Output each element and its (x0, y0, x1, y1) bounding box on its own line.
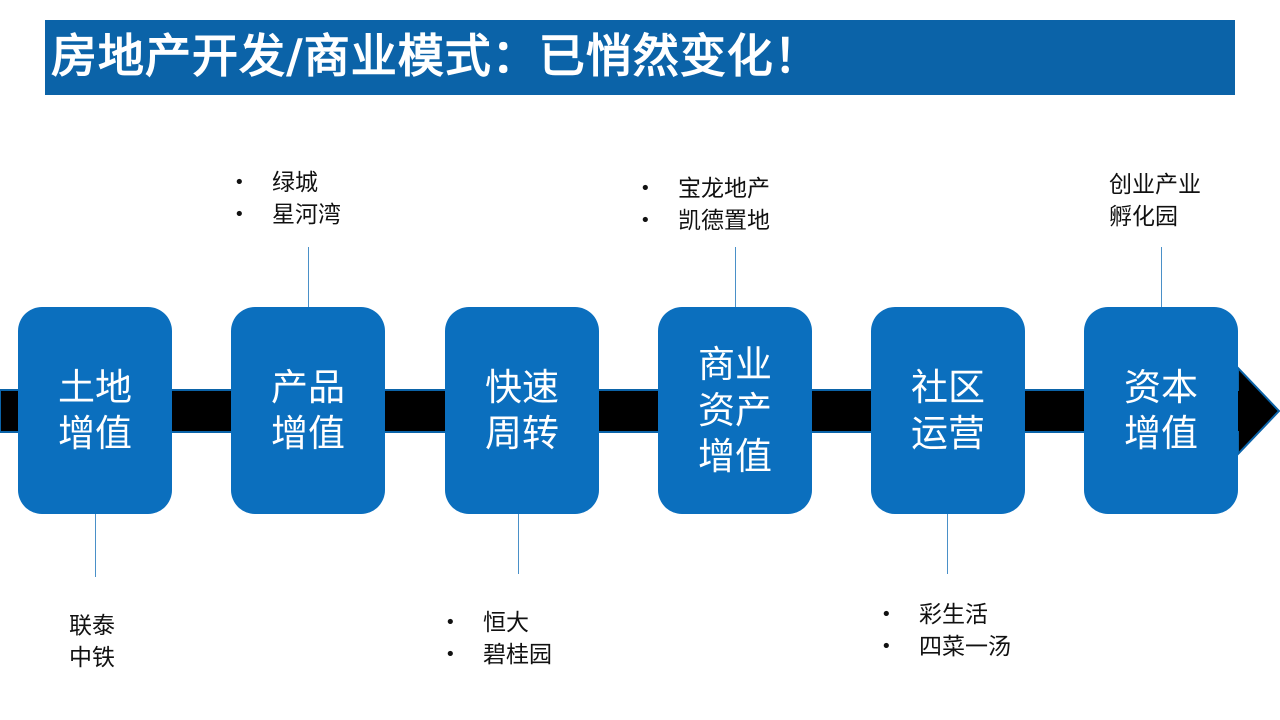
note-item: 创业产业 (1109, 172, 1201, 198)
note-product-examples: 绿城 星河湾 (234, 167, 341, 231)
note-item: 恒大 (445, 607, 552, 639)
note-item: 孵化园 (1109, 204, 1178, 230)
connector-commercial (735, 247, 736, 307)
note-item: 四菜一汤 (881, 631, 1011, 663)
stage-fast-turnover: 快速 周转 (445, 307, 599, 514)
note-commercial-examples: 宝龙地产 凯德置地 (640, 173, 770, 237)
stage-label: 周转 (485, 411, 559, 455)
stage-label: 运营 (911, 411, 985, 455)
timeline-arrow-shape (0, 365, 1280, 457)
connector-capital (1161, 247, 1162, 307)
stage-label: 增值 (271, 411, 345, 455)
note-land-examples: 联泰 中铁 (69, 610, 115, 674)
stage-label: 商业 (698, 342, 772, 386)
stage-label: 快速 (485, 365, 559, 409)
connector-land (95, 514, 96, 577)
note-item: 凯德置地 (640, 205, 770, 237)
connector-product (308, 247, 309, 307)
stage-land-appreciation: 土地 增值 (18, 307, 172, 514)
stage-label: 增值 (1124, 411, 1198, 455)
note-item: 宝龙地产 (640, 173, 770, 205)
note-capital-examples: 创业产业 孵化园 (1109, 169, 1201, 233)
note-item: 碧桂园 (445, 639, 552, 671)
note-item: 联泰 (69, 613, 115, 639)
note-item: 绿城 (234, 167, 341, 199)
note-item: 彩生活 (881, 599, 1011, 631)
stage-community-operation: 社区 运营 (871, 307, 1025, 514)
note-item: 中铁 (69, 645, 115, 671)
stage-product-appreciation: 产品 增值 (231, 307, 385, 514)
note-turnover-examples: 恒大 碧桂园 (445, 607, 552, 671)
stage-label: 增值 (58, 411, 132, 455)
stage-label: 资本 (1124, 365, 1198, 409)
page-title: 房地产开发/商业模式：已悄然变化！ (51, 29, 821, 83)
title-bar: 房地产开发/商业模式：已悄然变化！ (45, 20, 1235, 95)
stage-label: 产品 (271, 365, 345, 409)
connector-turnover (518, 514, 519, 574)
stage-label: 社区 (911, 365, 985, 409)
connector-community (947, 514, 948, 574)
stage-label: 土地 (58, 365, 132, 409)
stage-commercial-asset-appreciation: 商业 资产 增值 (658, 307, 812, 514)
note-community-examples: 彩生活 四菜一汤 (881, 599, 1011, 663)
stage-label: 资产 (698, 388, 772, 432)
stage-label: 增值 (698, 434, 772, 478)
stage-capital-appreciation: 资本 增值 (1084, 307, 1238, 514)
note-item: 星河湾 (234, 199, 341, 231)
